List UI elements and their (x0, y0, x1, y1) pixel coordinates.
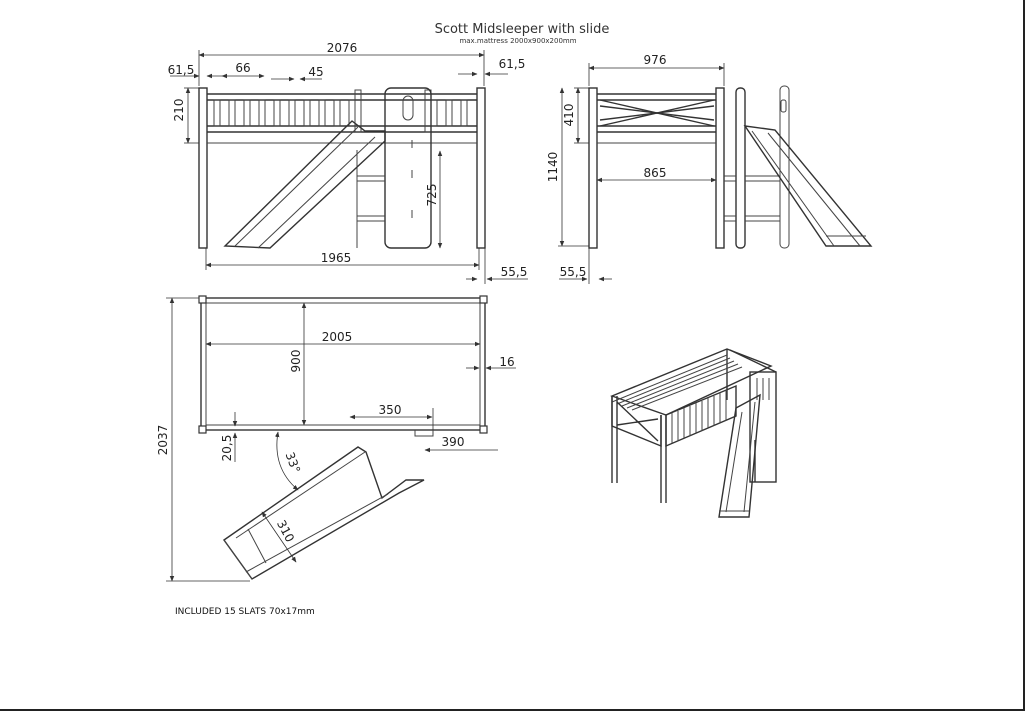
dim-step: 20,5 (220, 435, 234, 462)
side-right-post (715, 87, 725, 249)
plan-view: 2005 900 16 350 390 20,5 33° 310 2037 (156, 295, 516, 582)
dim-overall-depth: 976 (644, 53, 667, 67)
dim-angle: 33° (283, 450, 303, 475)
plan-slide (223, 446, 425, 580)
front-left-post (198, 87, 208, 249)
dim-overall-length: 2037 (156, 425, 170, 456)
dim-slide-width: 310 (274, 518, 297, 545)
front-rail-slats (213, 99, 468, 127)
side-left-post (588, 87, 598, 249)
dim-rail-thickness: 16 (499, 355, 514, 369)
dim-plan-inner-length: 2005 (322, 330, 353, 344)
dim-rail-spacing: 66 (235, 61, 250, 75)
dim-slide-projection: 390 (442, 435, 465, 449)
dim-overall-width: 2076 (327, 41, 358, 55)
dim-total-height: 1140 (546, 152, 560, 183)
drawing-subtitle: max.mattress 2000x900x200mm (459, 37, 576, 45)
front-right-post (476, 87, 486, 249)
plan-bed-frame (200, 297, 486, 431)
drawing-title: Scott Midsleeper with slide (435, 22, 610, 37)
side-slide (743, 125, 873, 247)
dim-rail-height: 210 (172, 99, 186, 122)
dim-foot-front: 55,5 (501, 265, 528, 279)
front-view: 2076 61,5 66 45 61,5 210 725 1965 55,5 (168, 41, 528, 284)
front-ladder-board (384, 87, 432, 249)
dim-plan-inner-width: 900 (289, 350, 303, 373)
dim-slide-offset: 350 (379, 403, 402, 417)
side-view: 976 410 1140 865 55,5 (546, 53, 873, 284)
iso-slide (718, 393, 761, 518)
dim-slat-width: 45 (308, 65, 323, 79)
dim-panel-height: 410 (562, 104, 576, 127)
dim-ladder-height: 725 (425, 184, 439, 207)
dim-inner-length: 1965 (321, 251, 352, 265)
dim-post-right: 61,5 (499, 57, 526, 71)
dim-foot-side: 55,5 (560, 265, 587, 279)
isometric-view (610, 348, 777, 518)
side-cross-brace (599, 99, 715, 127)
dim-inner-depth: 865 (644, 166, 667, 180)
dim-post-left: 61,5 (168, 63, 195, 77)
slats-note: INCLUDED 15 SLATS 70x17mm (175, 607, 315, 617)
front-slide (223, 120, 386, 249)
